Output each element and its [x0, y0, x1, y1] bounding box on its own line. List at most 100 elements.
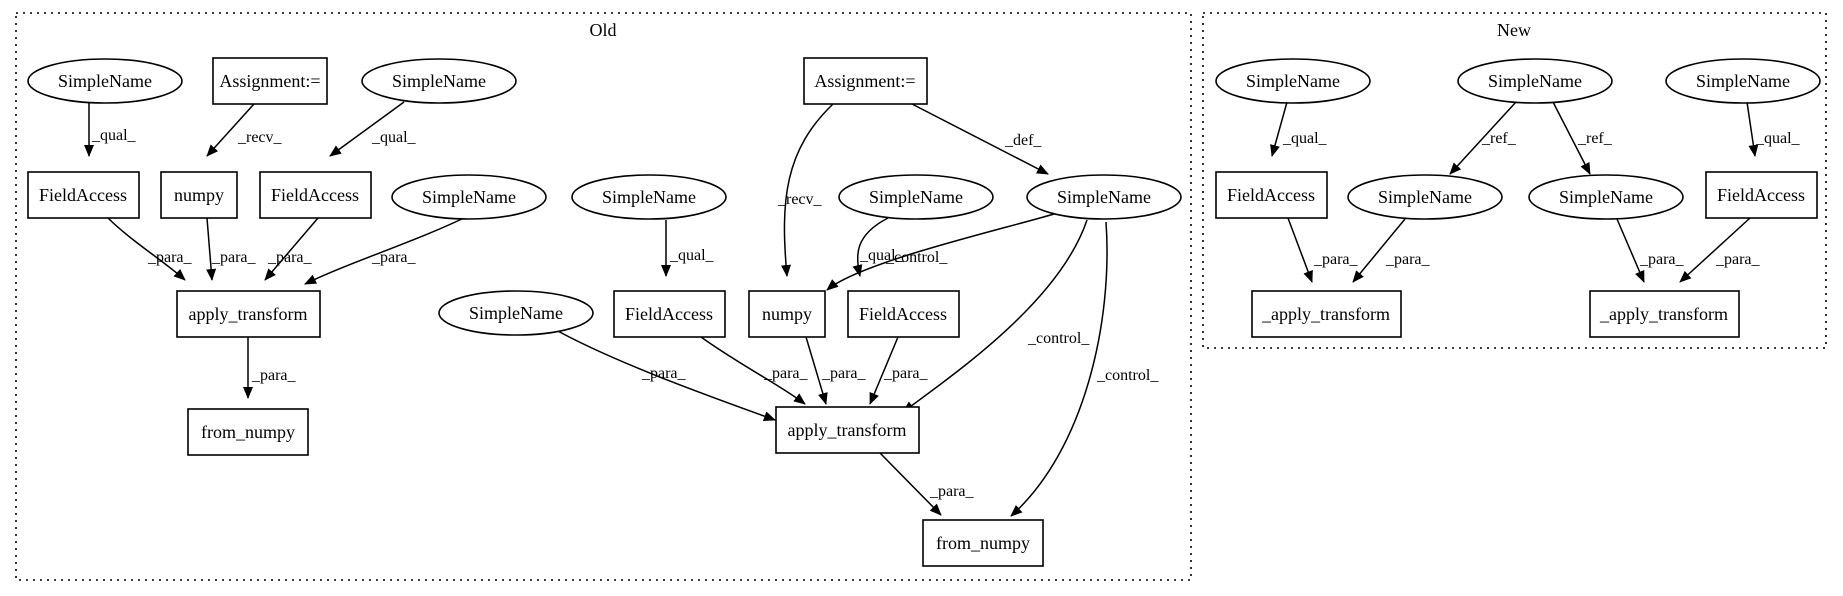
edge-label-para-9: _para_	[883, 365, 929, 382]
node-simplename[interactable]	[1457, 58, 1613, 104]
edge-label-qual-3: _qual_	[669, 247, 715, 264]
edge-label-para-5: _para_	[251, 367, 297, 384]
edge-assign2-sndef	[911, 103, 1049, 175]
node-label: Assignment:=	[219, 71, 320, 91]
node-label: SimpleName	[602, 187, 696, 207]
node-apply-transform-private[interactable]	[1251, 290, 1402, 338]
cluster-new-title: New	[1497, 20, 1531, 40]
edge-label-qual-5: _qual_	[1282, 130, 1328, 147]
cluster-old-title: Old	[590, 20, 617, 40]
node-simplename[interactable]	[1347, 174, 1503, 220]
node-label: SimpleName	[392, 71, 486, 91]
edge-label-para-4: _para_	[371, 249, 417, 266]
edge-sndef-apply2	[902, 219, 1088, 413]
node-from-numpy[interactable]	[922, 519, 1044, 567]
edge-new-sn2-sn3	[1449, 101, 1517, 175]
node-label: FieldAccess	[1227, 185, 1315, 205]
node-fieldaccess[interactable]	[259, 171, 372, 219]
node-label: numpy	[762, 304, 812, 324]
node-label: SimpleName	[469, 303, 563, 323]
node-assignment[interactable]	[803, 57, 928, 105]
edge-fa4-apply2	[869, 336, 899, 405]
edge-sn2-fa2	[329, 101, 405, 157]
edge-fa1-apply1	[107, 217, 186, 281]
node-label: apply_transform	[189, 304, 308, 324]
node-label: SimpleName	[869, 187, 963, 207]
node-numpy[interactable]	[748, 290, 826, 338]
edge-label-para-1: _para_	[147, 249, 193, 266]
edge-label-qual-2: _qual_	[371, 129, 417, 146]
node-simplename[interactable]	[1026, 174, 1182, 220]
cluster-old	[15, 12, 1192, 581]
node-numpy[interactable]	[160, 171, 238, 219]
node-label: SimpleName	[1246, 71, 1340, 91]
edge-label-para-10: _para_	[929, 483, 975, 500]
node-label: SimpleName	[1057, 187, 1151, 207]
node-simplename[interactable]	[361, 58, 517, 104]
edge-numpy1-apply1	[206, 217, 217, 281]
node-simplename[interactable]	[438, 290, 594, 336]
node-simplename[interactable]	[838, 174, 994, 220]
edge-assign1-numpy1	[206, 103, 255, 157]
edge-label-qual-1: _qual_	[91, 127, 137, 144]
edge-fa2-apply1	[264, 217, 319, 281]
edge-label-para-13: _para_	[1639, 251, 1685, 268]
edge-label-para-7: _para_	[763, 365, 809, 382]
edge-label-para-12: _para_	[1385, 251, 1431, 268]
edge-label-qual-6: _qual_	[1755, 130, 1801, 147]
edge-sn6-apply2	[555, 329, 776, 421]
node-assignment[interactable]	[212, 57, 328, 105]
node-fieldaccess[interactable]	[1215, 171, 1328, 219]
edge-sn5-fa4	[852, 217, 889, 277]
edge-label-para-3: _para_	[267, 249, 313, 266]
edge-new-sn2-sn4	[1552, 101, 1591, 175]
node-simplename[interactable]	[571, 174, 727, 220]
node-apply-transform[interactable]	[176, 290, 321, 338]
edge-sn3-apply1	[304, 214, 471, 285]
node-apply-transform-private[interactable]	[1589, 290, 1740, 338]
edge-new-sn5-fa2	[1746, 101, 1759, 157]
node-fieldaccess[interactable]	[1705, 171, 1818, 219]
node-label: FieldAccess	[271, 185, 359, 205]
edge-label-ref-1: _ref_	[1481, 130, 1517, 147]
node-fieldaccess[interactable]	[847, 290, 960, 338]
old-edges: _qual_ _recv_ _qual_ _para_ _para_ _para…	[84, 101, 1159, 517]
node-label: SimpleName	[1488, 71, 1582, 91]
edge-fa3-apply2	[700, 336, 806, 405]
node-label: SimpleName	[1378, 187, 1472, 207]
new-edges: _qual_ _ref_ _ref_ _qual_ _para_ _para_ …	[1270, 101, 1801, 283]
node-label: FieldAccess	[859, 304, 947, 324]
old-nodes: SimpleName Assignment:= SimpleName Field…	[27, 57, 1182, 567]
node-simplename[interactable]	[1215, 58, 1371, 104]
node-fieldaccess[interactable]	[27, 171, 140, 219]
node-simplename[interactable]	[27, 58, 183, 104]
node-simplename[interactable]	[1528, 174, 1684, 220]
node-label: SimpleName	[422, 187, 516, 207]
node-simplename[interactable]	[1665, 58, 1821, 104]
node-simplename[interactable]	[391, 174, 547, 220]
edge-label-para-11: _para_	[1313, 251, 1359, 268]
edge-label-def: _def_	[1004, 132, 1042, 149]
edge-label-para-2: _para_	[211, 249, 257, 266]
node-fieldaccess[interactable]	[613, 290, 726, 338]
node-label: numpy	[174, 185, 224, 205]
node-from-numpy[interactable]	[187, 408, 309, 456]
node-label: Assignment:=	[814, 71, 915, 91]
edge-label-para-14: _para_	[1715, 251, 1761, 268]
edge-label-control-3: _control_	[1096, 367, 1159, 384]
edge-assign2-numpy2	[781, 103, 834, 277]
edge-apply2-from2	[879, 452, 942, 516]
node-apply-transform[interactable]	[775, 406, 920, 454]
edge-label-qual-4: _qual_	[859, 247, 905, 264]
edge-new-sn1-fa1	[1270, 101, 1288, 157]
edge-new-fa2-apply2	[1679, 217, 1751, 283]
edge-label-ref-2: _ref_	[1577, 130, 1613, 147]
node-label: from_numpy	[936, 533, 1030, 553]
edge-new-fa1-apply1	[1287, 217, 1313, 283]
edge-label-recv-1: _recv_	[237, 129, 283, 146]
edge-label-recv-2: _recv_	[777, 191, 823, 208]
edge-sndef-numpy2	[826, 213, 1055, 291]
node-label: SimpleName	[1559, 187, 1653, 207]
node-label: FieldAccess	[625, 304, 713, 324]
